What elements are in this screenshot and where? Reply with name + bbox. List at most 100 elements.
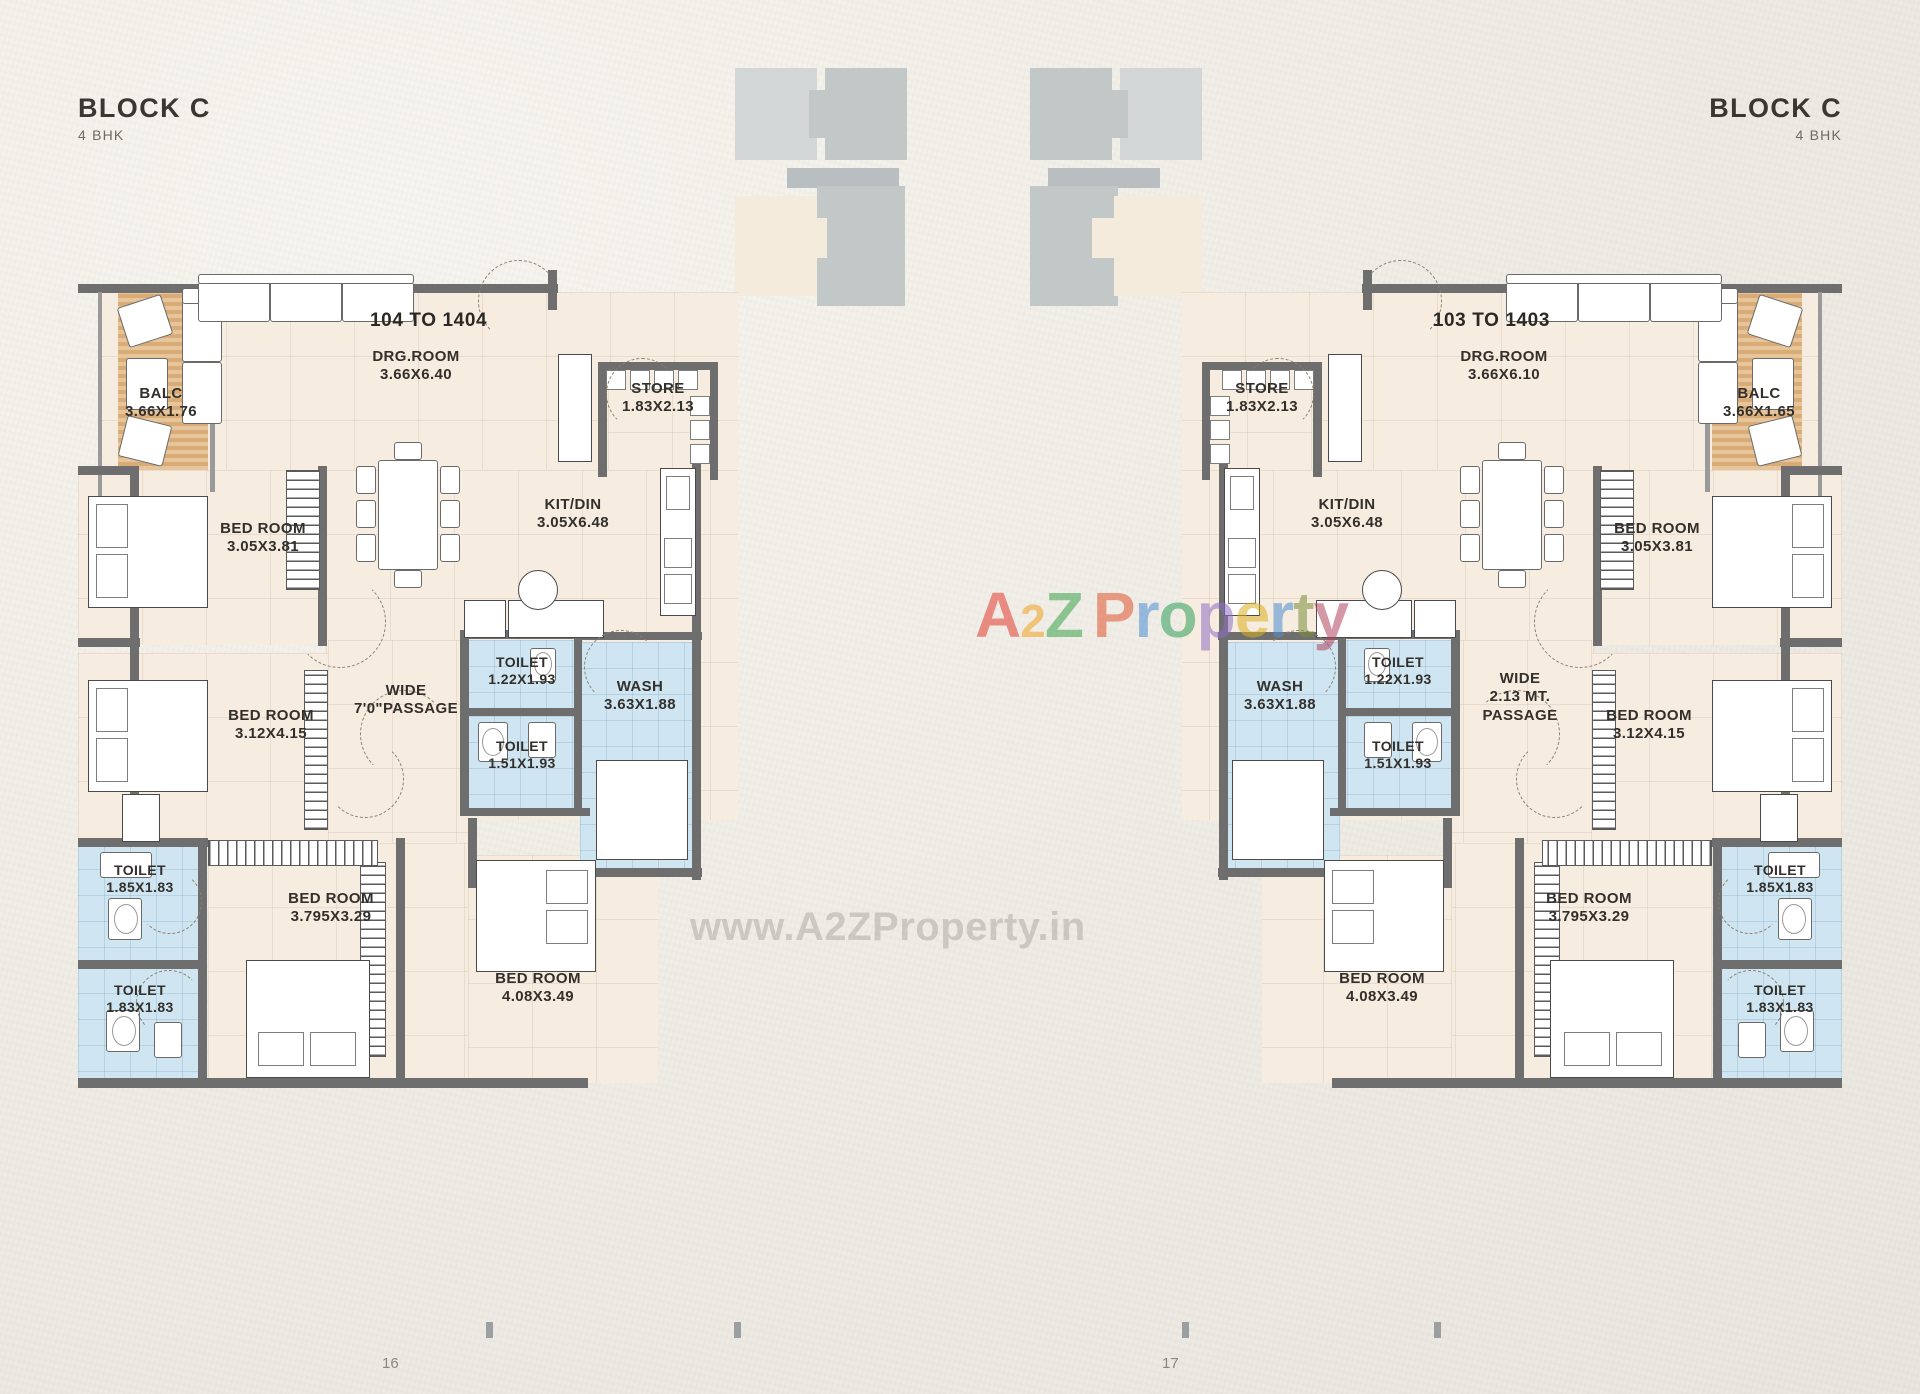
door-swing-bed1-r bbox=[1534, 576, 1626, 668]
wall-v-bed4 bbox=[468, 818, 477, 888]
wall-toilet-bottom bbox=[460, 808, 590, 816]
left-room-label-store: STORE 1.83X2.13 bbox=[622, 380, 694, 416]
key-block-a2 bbox=[1030, 68, 1112, 160]
right-room-label-kitchen: KIT/DIN 3.05X6.48 bbox=[1311, 496, 1383, 532]
left-block-title: BLOCK C 4 BHK bbox=[78, 95, 211, 143]
dining-chair-r1-r bbox=[1460, 466, 1480, 494]
wall-toilet-mid bbox=[460, 708, 582, 716]
wardrobe-bed2 bbox=[304, 670, 328, 830]
toilet-1-wc-seat bbox=[534, 652, 552, 676]
store-door-panel bbox=[558, 354, 592, 462]
sofa-back-r bbox=[1506, 274, 1722, 284]
dining-chair-r2 bbox=[440, 500, 460, 528]
bottom-tick-2 bbox=[734, 1322, 741, 1338]
wall-store-left bbox=[598, 362, 607, 477]
left-room-label-toilet2: TOILET 1.51X1.93 bbox=[488, 738, 556, 772]
toilet-2-basin bbox=[528, 722, 556, 758]
door-swing-passage bbox=[360, 690, 448, 778]
bed-4-pillow-1-r bbox=[1332, 870, 1374, 904]
wardrobe-bed3-top-r bbox=[1542, 840, 1712, 866]
wall-v-toilet bbox=[460, 630, 469, 815]
kitchen-hob-2 bbox=[664, 574, 692, 604]
wall-wash-bottom bbox=[582, 868, 702, 877]
washing-machine bbox=[596, 760, 688, 860]
dining-chair-r3 bbox=[440, 534, 460, 562]
bed-3-pillow-2 bbox=[310, 1032, 356, 1066]
logo-letter-z: Z bbox=[1044, 579, 1084, 651]
wash-basin bbox=[518, 570, 558, 610]
right-room-label-bed1: BED ROOM 3.05X3.81 bbox=[1614, 520, 1700, 556]
dining-chair-l1-r bbox=[1544, 466, 1564, 494]
wash-basin-r bbox=[1362, 570, 1402, 610]
sofa-seat-2-r bbox=[1578, 282, 1650, 322]
bed-2-pillow-2-r bbox=[1792, 738, 1824, 782]
sofa-seat-1 bbox=[198, 282, 270, 322]
key-block-band2 bbox=[1048, 168, 1160, 188]
store-door-panel-r bbox=[1328, 354, 1362, 462]
store-cab-4 bbox=[678, 370, 698, 390]
bed-2-pillow-1-r bbox=[1792, 688, 1824, 732]
wall-v-bed3 bbox=[396, 838, 405, 1088]
key-block-d bbox=[817, 186, 905, 306]
right-page-number: 17 bbox=[1162, 1355, 1179, 1372]
key-block-d2 bbox=[1114, 196, 1202, 296]
left-room-label-toilet1: TOILET 1.22X1.93 bbox=[488, 654, 556, 688]
wall-left-3 bbox=[78, 838, 208, 847]
wall-v-wash bbox=[574, 630, 582, 816]
wall-v-right bbox=[692, 460, 701, 880]
left-page-number: 16 bbox=[382, 1355, 399, 1372]
left-block-subtitle: 4 BHK bbox=[78, 127, 125, 143]
left-room-label-kitchen: KIT/DIN 3.05X6.48 bbox=[537, 496, 609, 532]
wall-wash-bottom-r bbox=[1218, 868, 1338, 877]
right-block-title: BLOCK C 4 BHK bbox=[1709, 93, 1842, 143]
bottom-tick-4 bbox=[1434, 1322, 1441, 1338]
left-key-plan bbox=[735, 68, 920, 333]
right-unit-number: 103 TO 1403 bbox=[1432, 310, 1550, 331]
toilet-3-wc-seat-r bbox=[1782, 904, 1806, 934]
dining-chair-r3-r bbox=[1460, 534, 1480, 562]
bed-2-pillow-2 bbox=[96, 738, 128, 782]
left-unit-number: 104 TO 1404 bbox=[370, 310, 488, 331]
bed-2-side-table bbox=[122, 794, 160, 842]
wall-toilet-mid-r bbox=[1338, 708, 1460, 716]
right-room-label-wash: WASH 3.63X1.88 bbox=[1244, 678, 1316, 714]
dining-chair-top bbox=[394, 442, 422, 460]
wall-v-bed3-r bbox=[1515, 838, 1524, 1088]
left-room-label-wash: WASH 3.63X1.88 bbox=[604, 678, 676, 714]
left-room-label-toilet4: TOILET 1.83X1.83 bbox=[106, 982, 174, 1016]
left-toilet-1-floor bbox=[468, 640, 580, 712]
key-block-band bbox=[787, 168, 899, 188]
right-passage-label: WIDE 2.13 MT. PASSAGE bbox=[1482, 670, 1558, 724]
dining-chair-top-r bbox=[1498, 442, 1526, 460]
key-block-link bbox=[797, 218, 827, 258]
toilet-4-wc-seat-r bbox=[1784, 1016, 1808, 1046]
left-room-label-drawing: DRG.ROOM 3.66X6.40 bbox=[372, 348, 460, 384]
bed-4-pillow-2-r bbox=[1332, 910, 1374, 944]
wall-v-3 bbox=[198, 838, 207, 1088]
kitchen-sink-r bbox=[1230, 476, 1254, 510]
store-cab-6 bbox=[690, 420, 710, 440]
logo-word: Property bbox=[1092, 579, 1349, 651]
right-room-label-balcony: BALC 3.66X1.65 bbox=[1723, 385, 1795, 421]
right-floor-plan: 103 TO 1403 DRG.ROOM 3.66X6.10 BALC 3.66… bbox=[1052, 260, 1842, 1300]
wall-balcony-outer bbox=[98, 292, 102, 522]
right-block-title-text: BLOCK C bbox=[1709, 93, 1842, 123]
dining-chair-r1 bbox=[440, 466, 460, 494]
key-block-core2 bbox=[1104, 90, 1128, 138]
left-room-label-bed1: BED ROOM 3.05X3.81 bbox=[220, 520, 306, 556]
bed-1-pillow-2-r bbox=[1792, 554, 1824, 598]
bed-1-pillow-2 bbox=[96, 554, 128, 598]
wall-bottom-r bbox=[1332, 1078, 1842, 1088]
left-room-label-balcony: BALC 3.66X1.76 bbox=[125, 385, 197, 421]
key-block-link2 bbox=[1092, 218, 1122, 258]
sofa-back bbox=[198, 274, 414, 284]
right-room-label-drawing: DRG.ROOM 3.66X6.10 bbox=[1460, 348, 1548, 384]
logo-letter-2: 2 bbox=[1020, 595, 1046, 647]
key-block-a bbox=[735, 68, 817, 160]
wall-left-2 bbox=[78, 638, 140, 647]
right-room-label-toilet1: TOILET 1.22X1.93 bbox=[1364, 654, 1432, 688]
vanity-cabinet-r bbox=[1414, 600, 1456, 638]
wall-left-1 bbox=[78, 466, 138, 475]
washing-machine-r bbox=[1232, 760, 1324, 860]
key-block-core bbox=[809, 90, 833, 138]
